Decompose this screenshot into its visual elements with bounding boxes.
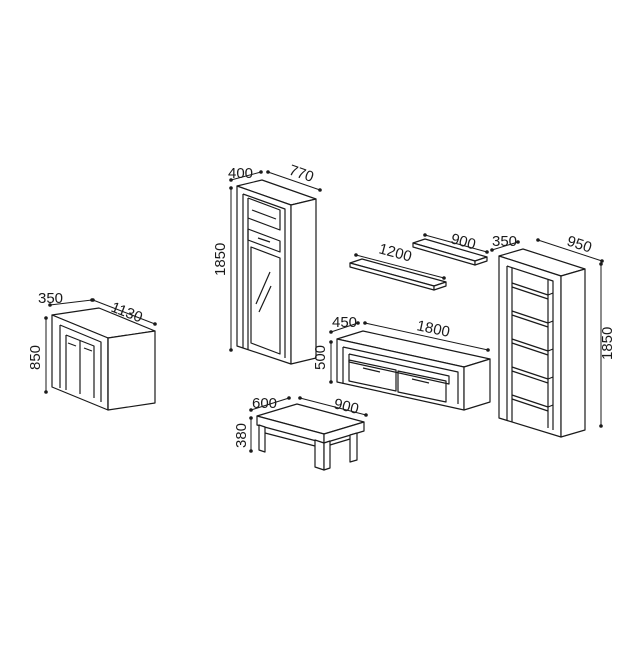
cabinet-width-label: 770: [287, 162, 316, 186]
coffee-table-leg-right: [349, 432, 358, 463]
tv-drawer-left: [348, 359, 397, 392]
tv-stand-height-label: 500: [312, 345, 329, 370]
cabinet-drawer: [247, 228, 281, 253]
bookcase-front: [498, 255, 562, 438]
sideboard: 350 1130 850: [27, 290, 157, 411]
bookcase-depth-label: 350: [492, 233, 517, 250]
coffee-table-leg-front: [314, 439, 325, 471]
tv-drawer-left-handle: [362, 367, 381, 373]
cabinet-glass-door: [250, 246, 281, 355]
bookcase-width-label: 950: [565, 233, 594, 257]
wall-shelves: 1200 900: [349, 230, 489, 291]
tv-stand-width-label: 1800: [415, 317, 451, 341]
shelf-short-label: 900: [449, 230, 478, 253]
tv-stand-side: [463, 358, 491, 411]
coffee-table-height-label: 380: [233, 423, 250, 448]
tv-stand: 450 1800 500: [312, 314, 491, 411]
door-handle-left: [67, 342, 77, 347]
display-cabinet: 400 770 1850: [212, 162, 322, 365]
bookcase-side: [560, 268, 586, 438]
cabinet-drawer-handle: [257, 237, 271, 243]
door-handle-right: [83, 347, 93, 352]
cabinet-height-label: 1850: [212, 243, 229, 276]
cabinet-front: [236, 185, 292, 365]
bookcase: 350 950 1850: [490, 233, 616, 438]
bookcase-shelves: [511, 282, 554, 412]
coffee-table-width-label: 900: [332, 395, 360, 418]
cabinet-side: [290, 198, 317, 365]
sideboard-height-label: 850: [27, 345, 44, 370]
bookcase-height-label: 1850: [599, 327, 616, 360]
tv-drawer-right: [397, 370, 447, 403]
coffee-table-leg-left: [258, 424, 266, 453]
shelf-long: [349, 258, 447, 287]
coffee-table-depth-label: 600: [252, 395, 277, 412]
cabinet-depth-label: 400: [228, 165, 253, 182]
tv-stand-depth-label: 450: [332, 314, 357, 331]
sideboard-depth-label: 350: [38, 290, 63, 307]
coffee-table: 600 900 380: [233, 395, 368, 471]
tv-drawer-right-handle: [411, 378, 430, 384]
sideboard-side: [107, 330, 156, 411]
